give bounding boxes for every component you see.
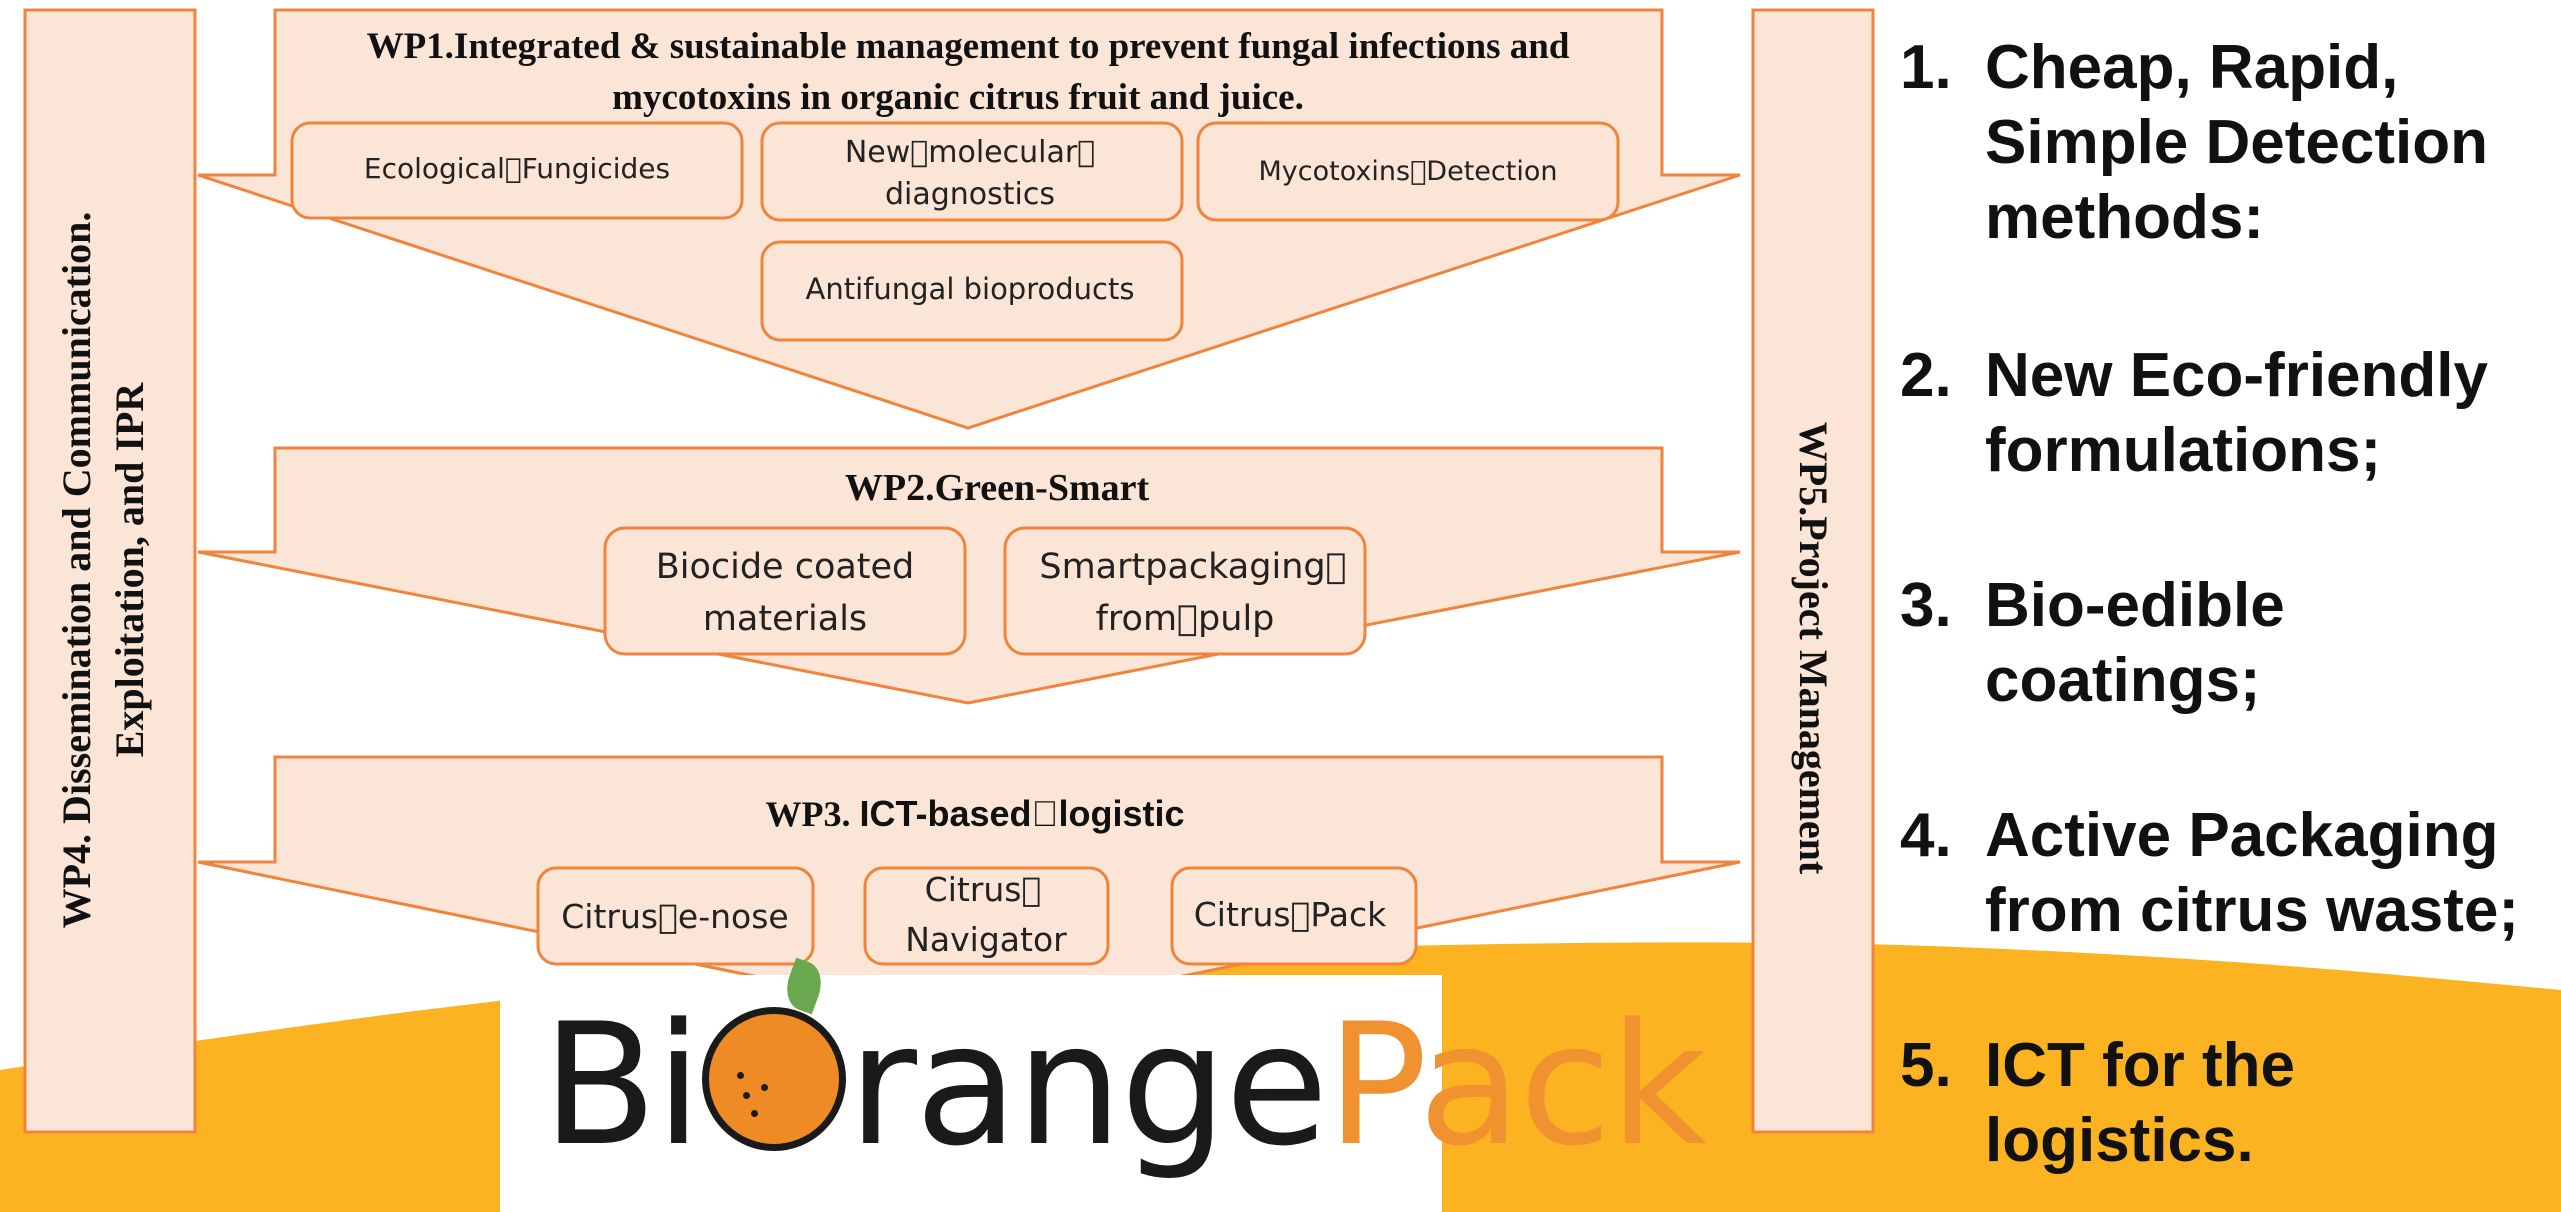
mycotoxins-detection-box	[1196, 121, 1620, 222]
mycotoxins-detection-label: Mycotoxins Detection	[1259, 156, 1558, 187]
orange-dot	[750, 1110, 758, 1117]
antifungal-bioproducts-box	[760, 240, 1184, 342]
citrus-pack-label: Citrus Pack	[1194, 895, 1387, 934]
wp4-column	[23, 8, 197, 1134]
goal-text: Active Packaging from citrus waste;	[1985, 798, 2561, 948]
goal-text: Cheap, Rapid, Simple Detection methods:	[1985, 30, 2561, 255]
orange-dot	[742, 1092, 750, 1099]
goal-line: ICT for the	[1985, 1031, 2295, 1100]
citrus-navigator-line2: Navigator	[905, 920, 1067, 959]
goal-number: 2.	[1900, 341, 1952, 410]
smart-packaging-line1: Smartpackaging 	[1039, 547, 1346, 587]
goal-line: coatings;	[1985, 646, 2261, 715]
molecular-diagnostics-label-line1: New molecular 	[845, 135, 1095, 170]
wp3-title-main: ICT-based logistic	[859, 793, 1184, 834]
logo-part-bi: Bi	[542, 987, 702, 1183]
biocide-coated-materials-line1: Biocide coated	[656, 547, 915, 587]
citrus-navigator-line1: Citrus 	[925, 870, 1042, 909]
smart-packaging-box	[1003, 526, 1367, 656]
wp3-title: WP3. ICT-based logistic	[765, 793, 1184, 834]
wp1-title-line2: mycotoxins in organic citrus fruit and j…	[612, 77, 1304, 118]
citrus-enose-box	[536, 866, 815, 966]
goal-line: methods:	[1985, 183, 2264, 252]
wp4-label-line2: Exploitation, and IPR	[107, 382, 152, 758]
wp3-title-prefix: WP3.	[765, 794, 859, 834]
goal-number: 1.	[1900, 33, 1952, 102]
logo-part-range: range	[847, 987, 1328, 1183]
goal-line: Cheap, Rapid,	[1985, 33, 2399, 102]
citrus-pack-box	[1170, 866, 1418, 966]
goal-text: Bio-edible coatings;	[1985, 568, 2561, 718]
goal-line: New Eco-friendly	[1985, 341, 2488, 410]
molecular-diagnostics-box	[760, 121, 1184, 222]
orange-dot	[760, 1084, 768, 1091]
goal-line: formulations;	[1985, 416, 2382, 485]
goal-number: 5.	[1900, 1031, 1952, 1100]
ecological-fungicides-label: Ecological Fungicides	[364, 152, 670, 185]
molecular-diagnostics-label-line2: diagnostics	[885, 177, 1055, 212]
wp5-column	[1751, 8, 1875, 1134]
wp1-title-line1: WP1.Integrated & sustainable management …	[367, 26, 1570, 67]
orange-dot	[736, 1072, 744, 1079]
goal-number: 4.	[1900, 801, 1952, 870]
goal-line: Bio-edible	[1985, 571, 2285, 640]
goal-text: New Eco-friendly formulations;	[1985, 338, 2561, 488]
logo-part-pack: Pack	[1326, 987, 1706, 1183]
citrus-enose-label: Citrus e-nose	[561, 897, 788, 936]
smart-packaging-line2: from pulp	[1096, 599, 1275, 639]
goal-text: ICT for the logistics.	[1985, 1028, 2561, 1178]
goal-line: Active Packaging	[1985, 801, 2499, 870]
wp2-title: WP2.Green-Smart	[845, 467, 1150, 509]
goal-number: 3.	[1900, 571, 1952, 640]
goal-line: Simple Detection	[1985, 108, 2488, 177]
wp5-label: WP5.Project Management	[1791, 422, 1836, 875]
orange-fruit-icon	[701, 957, 846, 1151]
biocide-coated-materials-box	[603, 526, 967, 656]
wp4-label-line1: WP4. Dissemination and Communication.	[54, 212, 99, 929]
biocide-coated-materials-line2: materials	[703, 599, 867, 639]
ecological-fungicides-box	[290, 121, 744, 220]
goal-line: from citrus waste;	[1985, 876, 2520, 945]
goal-line: logistics.	[1985, 1106, 2254, 1175]
antifungal-bioproducts-label: Antifungal bioproducts	[806, 272, 1135, 306]
citrus-navigator-box	[863, 866, 1110, 966]
